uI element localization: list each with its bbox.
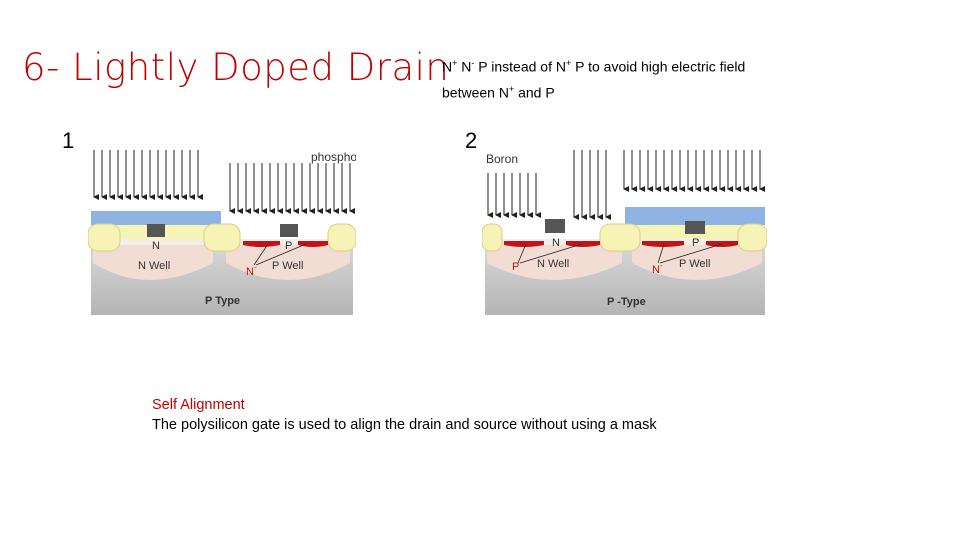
ldd-explanation-line-1: N+ N- P instead of N+ P to avoid high el… <box>442 58 746 75</box>
n-minus-label: N- <box>652 261 663 276</box>
slide-title: 6- Lightly Doped Drain <box>22 46 450 89</box>
n-well <box>93 243 213 280</box>
p-minus-implant <box>566 241 600 247</box>
n-well-label: N Well <box>537 258 569 270</box>
implant-label: Boron <box>486 152 518 166</box>
p-region-label: P <box>285 240 292 252</box>
p-minus-label: P- <box>512 258 522 273</box>
substrate-label: P Type <box>205 295 240 307</box>
caption-heading: Self Alignment <box>152 397 245 413</box>
poly-gate <box>147 224 165 237</box>
poly-gate <box>280 224 298 237</box>
diagram-2-number: 2 <box>465 128 478 153</box>
self-alignment-caption: Self Alignment The polysilicon gate is u… <box>152 395 657 435</box>
poly-gate <box>545 219 565 233</box>
n-well <box>487 243 622 280</box>
implant-arrows <box>93 150 355 214</box>
p-well <box>226 243 350 280</box>
n-minus-label: N- <box>246 263 257 278</box>
p-well <box>632 243 762 280</box>
field-oxide <box>737 223 767 252</box>
n-minus-implant <box>243 241 280 247</box>
implant-arrows <box>487 150 765 220</box>
field-oxide <box>482 223 503 252</box>
caption-body: The polysilicon gate is used to align th… <box>152 417 657 433</box>
diagram-1-phosphorus-implant: phosphorus N P N Well P Well N- P Type <box>88 150 356 315</box>
poly-gate <box>685 221 705 234</box>
diagram-1-number: 1 <box>62 128 75 153</box>
n-region-label: N <box>552 237 560 249</box>
substrate-label: P -Type <box>607 296 646 308</box>
field-oxide <box>88 223 121 252</box>
implant-label: phosphorus <box>311 150 356 164</box>
diagram-2-boron-implant: Boron N P P- N Well N- P Well P -Type <box>482 150 767 315</box>
p-region-label: P <box>692 237 699 249</box>
field-oxide <box>203 223 241 252</box>
field-oxide <box>599 223 641 252</box>
p-well-label: P Well <box>272 260 303 272</box>
ldd-explanation-line-2: between N+ and P <box>442 83 555 101</box>
photoresist <box>91 211 221 225</box>
ldd-explanation: N+ N- P instead of N+ P to avoid high el… <box>442 52 745 103</box>
field-oxide <box>327 223 356 252</box>
n-minus-implant <box>642 241 684 247</box>
p-minus-implant <box>504 241 544 247</box>
p-well-label: P Well <box>679 258 710 270</box>
n-well-label: N Well <box>138 260 170 272</box>
n-minus-implant <box>298 241 328 247</box>
photoresist <box>625 207 765 225</box>
n-region-label: N <box>152 240 160 252</box>
